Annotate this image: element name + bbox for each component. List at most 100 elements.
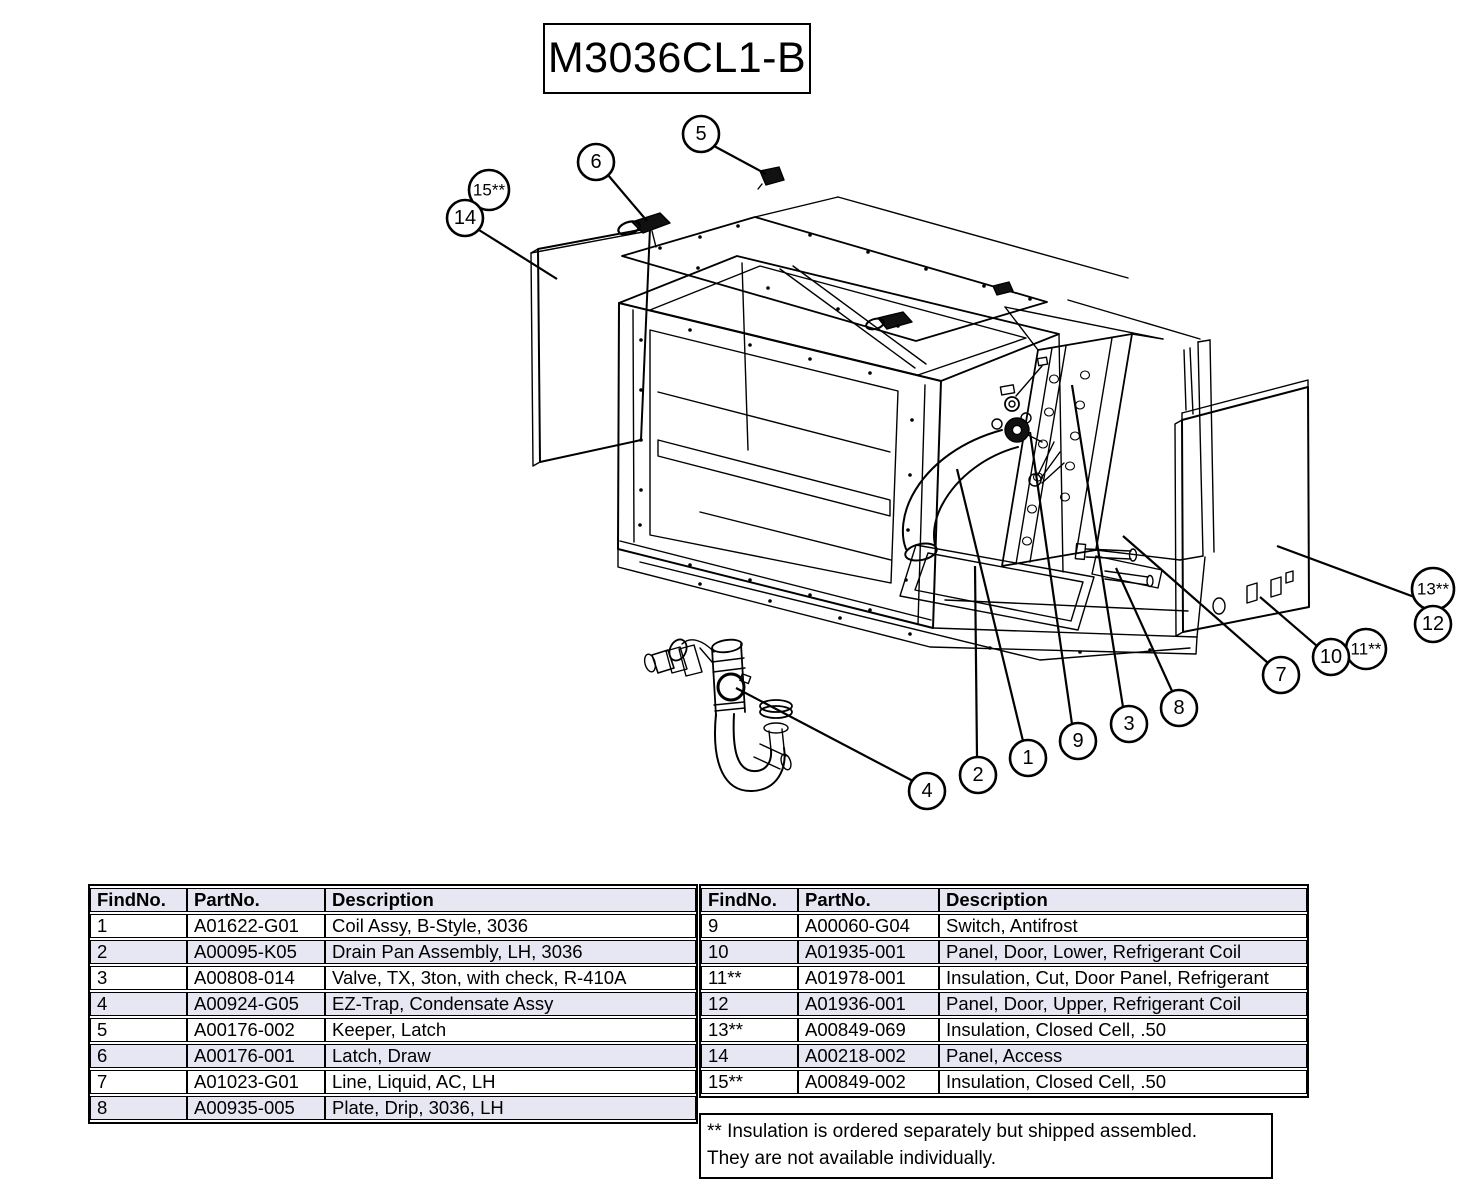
drip-plate <box>1091 555 1163 589</box>
draw-latch-icon <box>617 212 671 248</box>
leader-line-9 <box>1028 431 1074 725</box>
callout-1: 1 <box>1008 738 1048 778</box>
svg-text:11**: 11** <box>1351 640 1382 659</box>
leader-line-6 <box>607 174 648 222</box>
cell-findno: 3 <box>90 966 187 990</box>
door-panel-upper <box>1174 379 1310 637</box>
leader-line-14 <box>478 229 558 280</box>
model-number: M3036CL1-B <box>547 34 807 82</box>
cell-findno: 11** <box>701 966 798 990</box>
cell-findno: 4 <box>90 992 187 1016</box>
callout-6: 6 <box>576 142 616 182</box>
svg-text:6: 6 <box>590 151 601 173</box>
cell-partno: A00849-002 <box>798 1070 939 1094</box>
callout-10: 10 <box>1311 637 1351 677</box>
header-cell-description: Description <box>325 888 696 912</box>
cell-findno: 12 <box>701 992 798 1016</box>
ez-trap <box>643 638 793 793</box>
svg-text:5: 5 <box>695 123 706 145</box>
cell-partno: A00218-002 <box>798 1044 939 1068</box>
cell-description: Valve, TX, 3ton, with check, R-410A <box>325 966 696 990</box>
cell-description: Panel, Door, Upper, Refrigerant Coil <box>939 992 1307 1016</box>
callout-5: 5 <box>681 114 721 154</box>
cell-description: Panel, Door, Lower, Refrigerant Coil <box>939 940 1307 964</box>
cell-description: Insulation, Cut, Door Panel, Refrigerant <box>939 966 1307 990</box>
svg-text:9: 9 <box>1072 730 1083 752</box>
cell-findno: 7 <box>90 1070 187 1094</box>
table-header-row: FindNo.PartNo.Description <box>90 888 696 912</box>
cell-description: Keeper, Latch <box>325 1018 696 1042</box>
cell-findno: 1 <box>90 914 187 938</box>
callout-14: 14 <box>445 198 485 238</box>
svg-text:14: 14 <box>454 207 476 229</box>
latch-keeper-icon <box>757 166 785 190</box>
cell-partno: A01935-001 <box>798 940 939 964</box>
model-title-box: M3036CL1-B <box>543 23 811 94</box>
svg-text:2: 2 <box>972 764 983 786</box>
leader-lines <box>478 145 1426 782</box>
cell-findno: 6 <box>90 1044 187 1068</box>
callout-3: 3 <box>1109 704 1149 744</box>
cell-description: EZ-Trap, Condensate Assy <box>325 992 696 1016</box>
leader-line-8 <box>1114 567 1174 692</box>
leader-line-3 <box>1070 384 1125 708</box>
callout-13: 13** <box>1410 566 1456 612</box>
callout-11: 11** <box>1344 627 1388 671</box>
table-header-row: FindNo.PartNo.Description <box>701 888 1307 912</box>
cell-findno: 2 <box>90 940 187 964</box>
leader-line-10 <box>1259 596 1318 647</box>
callout-8: 8 <box>1159 688 1199 728</box>
leader-line-1 <box>955 468 1025 742</box>
cell-partno: A00176-001 <box>187 1044 325 1068</box>
header-cell-partno: PartNo. <box>187 888 325 912</box>
cell-description: Switch, Antifrost <box>939 914 1307 938</box>
leader-line-2 <box>973 565 979 758</box>
cell-findno: 5 <box>90 1018 187 1042</box>
note-line-2: They are not available individually. <box>707 1147 997 1169</box>
cell-findno: 15** <box>701 1070 798 1094</box>
cabinet <box>617 255 1215 661</box>
leader-line-13 <box>1276 544 1426 603</box>
screw-dots <box>658 224 1032 328</box>
cell-findno: 10 <box>701 940 798 964</box>
svg-text:7: 7 <box>1275 664 1286 686</box>
callout-2: 2 <box>958 755 998 795</box>
callout-15: 15** <box>467 168 511 212</box>
leader-line-4 <box>735 687 914 782</box>
cell-partno: A00849-069 <box>798 1018 939 1042</box>
svg-text:12: 12 <box>1422 613 1444 635</box>
access-panel <box>530 227 651 467</box>
cell-description: Insulation, Closed Cell, .50 <box>939 1070 1307 1094</box>
header-cell-partno: PartNo. <box>798 888 939 912</box>
cell-description: Plate, Drip, 3036, LH <box>325 1096 696 1120</box>
cell-description: Insulation, Closed Cell, .50 <box>939 1018 1307 1042</box>
header-cell-description: Description <box>939 888 1307 912</box>
cell-description: Line, Liquid, AC, LH <box>325 1070 696 1094</box>
cell-description: Drain Pan Assembly, LH, 3036 <box>325 940 696 964</box>
cell-findno: 8 <box>90 1096 187 1120</box>
cell-findno: 13** <box>701 1018 798 1042</box>
svg-text:15**: 15** <box>473 181 506 200</box>
cell-partno: A00924-G05 <box>187 992 325 1016</box>
callout-9: 9 <box>1058 721 1098 761</box>
header-cell-findno: FindNo. <box>701 888 798 912</box>
cell-description: Latch, Draw <box>325 1044 696 1068</box>
insulation-note: ** Insulation is ordered separately but … <box>699 1113 1273 1179</box>
note-line-1: ** Insulation is ordered separately but … <box>707 1121 1198 1142</box>
antifrost-switch <box>1004 417 1043 443</box>
top-panel <box>621 196 1129 342</box>
